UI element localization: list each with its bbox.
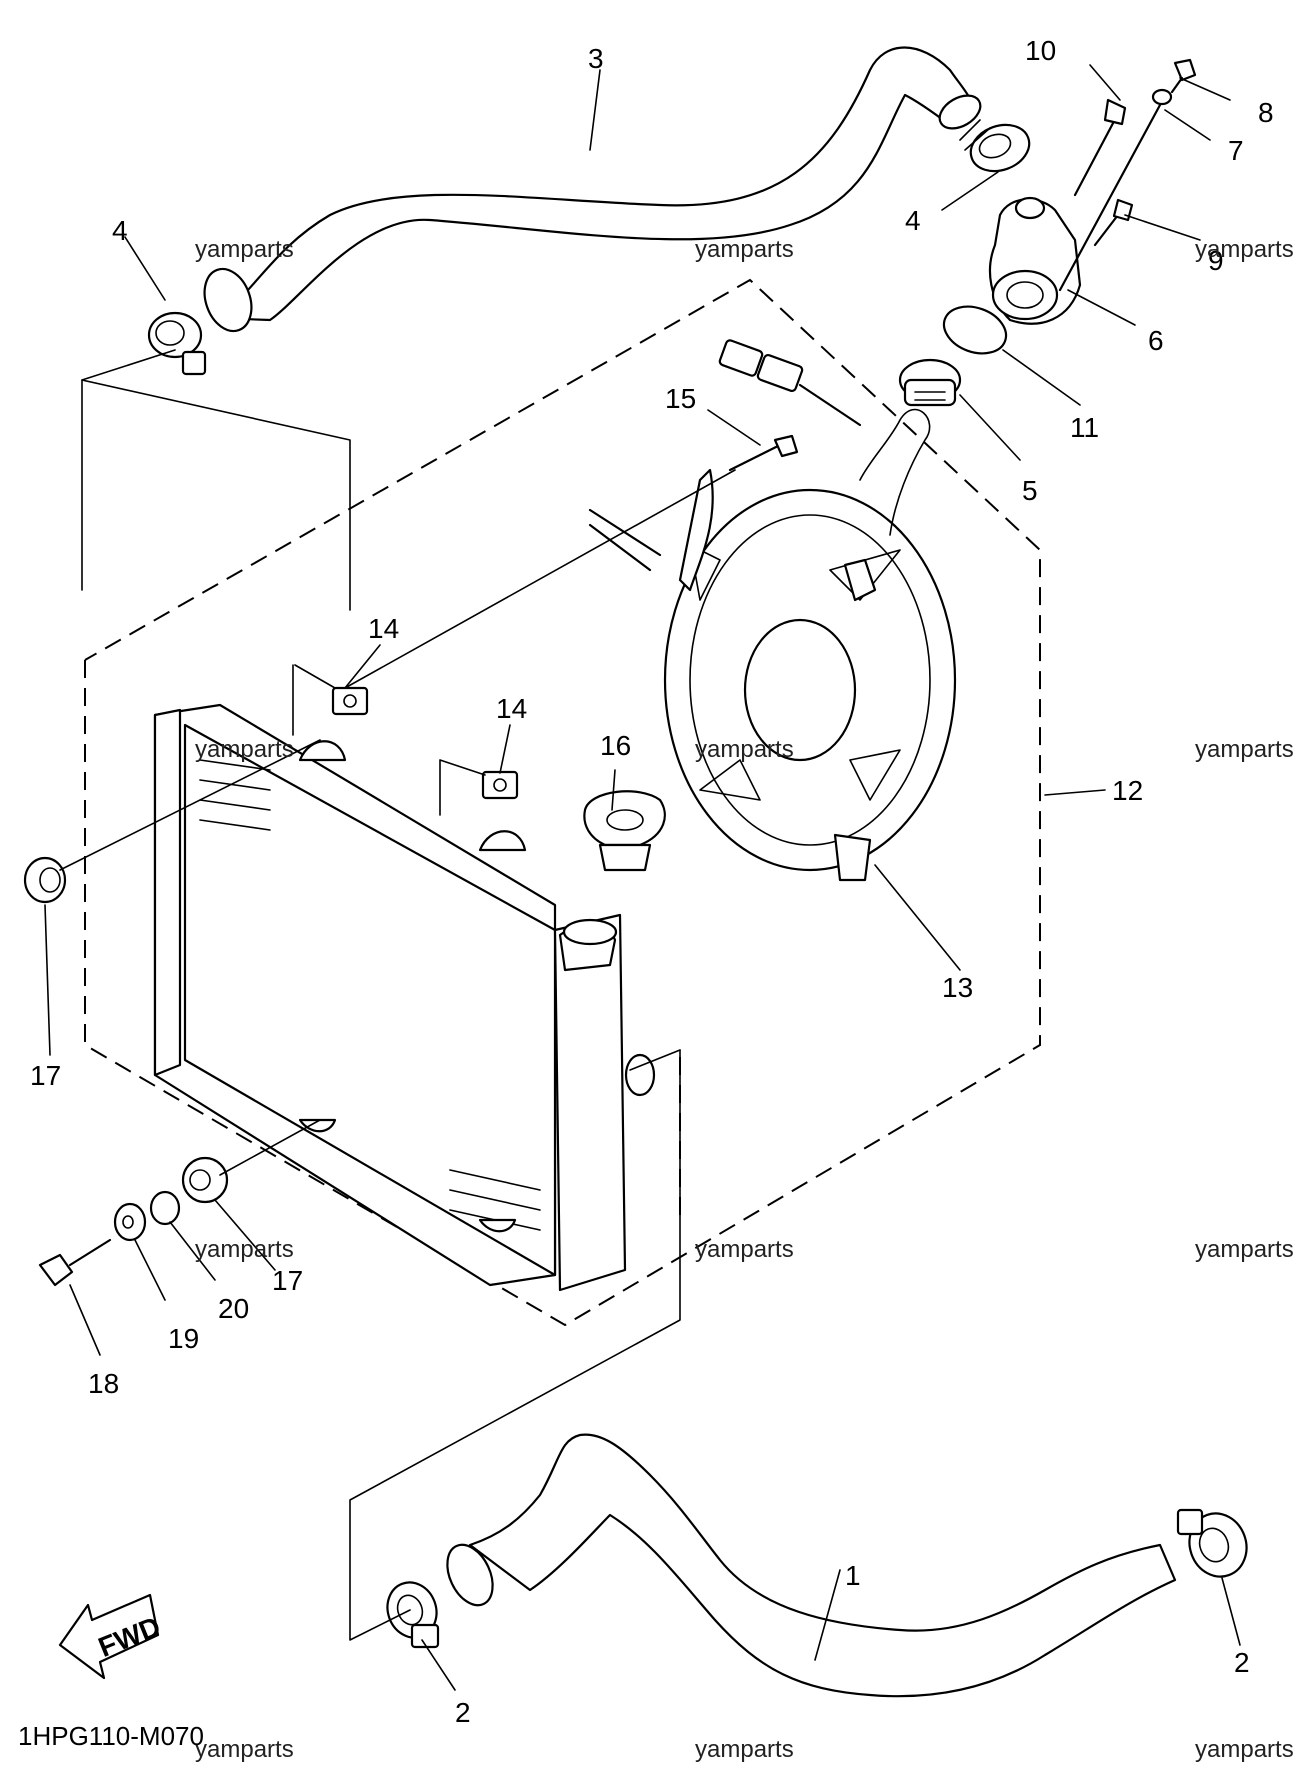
- fan-connector: [718, 339, 862, 427]
- watermark: yamparts: [1195, 1736, 1294, 1763]
- watermark: yamparts: [1195, 236, 1294, 263]
- callout-2-right: 2: [1234, 1647, 1250, 1678]
- watermark: yamparts: [1195, 736, 1294, 763]
- watermark: yamparts: [195, 236, 294, 263]
- bolt-7: [1058, 88, 1173, 292]
- callout-7: 7: [1228, 135, 1244, 166]
- hose-clamp-upper-left: [147, 311, 207, 376]
- callout-14-lower: 14: [496, 693, 527, 724]
- callout-18: 18: [88, 1368, 119, 1399]
- callout-14-upper: 14: [368, 613, 399, 644]
- callout-17-lower: 17: [272, 1265, 303, 1296]
- callouts: 3 4 4 10 8 7 9 6 11 5 15 14 14 16 12 13 …: [30, 35, 1274, 1728]
- watermark: yamparts: [695, 1236, 794, 1263]
- callout-4-left: 4: [112, 215, 128, 246]
- callout-1: 1: [845, 1560, 861, 1591]
- watermark: yamparts: [695, 736, 794, 763]
- watermark: yamparts: [195, 1236, 294, 1263]
- hose-clamp-lower-right: [1176, 1508, 1248, 1578]
- hose-clamp-upper-right: [959, 119, 1031, 173]
- leader-lines: [44, 64, 1241, 1691]
- callout-9: 9: [1208, 245, 1224, 276]
- diagram-code: 1HPG110-M070: [18, 1721, 204, 1751]
- callout-5: 5: [1022, 475, 1038, 506]
- bolt-8: [1170, 58, 1197, 94]
- assembly-outline: [84, 278, 1041, 1327]
- watermark: yamparts: [695, 1736, 794, 1763]
- callout-11: 11: [1070, 412, 1099, 443]
- grommet-17-lower: [181, 1156, 229, 1204]
- callout-4-right: 4: [905, 205, 921, 236]
- callout-3: 3: [588, 43, 604, 74]
- callout-10: 10: [1025, 35, 1056, 66]
- hose-clamp-lower-left: [386, 1581, 440, 1649]
- callout-2-left: 2: [455, 1697, 471, 1728]
- fwd-arrow: FWD: [58, 1593, 165, 1680]
- radiator-cap: [583, 790, 666, 872]
- washer-19: [113, 1202, 147, 1242]
- nut-14-lower: [481, 770, 519, 800]
- collar-20: [149, 1190, 181, 1226]
- bolt-15: [728, 434, 799, 472]
- thermostat: [898, 358, 962, 407]
- fan-motor-assembly: [588, 408, 957, 882]
- callout-13: 13: [942, 972, 973, 1003]
- callout-15: 15: [665, 383, 696, 414]
- watermark: yamparts: [195, 736, 294, 763]
- callout-8: 8: [1258, 97, 1274, 128]
- callout-17-left: 17: [30, 1060, 61, 1091]
- watermark: yamparts: [695, 236, 794, 263]
- callout-19: 19: [168, 1323, 199, 1354]
- nut-14-upper: [331, 686, 369, 716]
- callout-20: 20: [218, 1293, 249, 1324]
- o-ring: [942, 305, 1008, 355]
- lower-hose: [446, 1433, 1177, 1698]
- callout-12: 12: [1112, 775, 1143, 806]
- watermark: yamparts: [195, 1736, 294, 1763]
- radiator: [153, 703, 656, 1292]
- callout-6: 6: [1148, 325, 1164, 356]
- watermarks: yamparts yamparts yamparts yamparts yamp…: [195, 236, 1294, 1763]
- grommet-17-left: [23, 856, 67, 904]
- watermark: yamparts: [1195, 1236, 1294, 1263]
- thermostat-housing: [988, 196, 1082, 325]
- bolt-10: [1073, 98, 1127, 197]
- upper-hose: [203, 46, 982, 333]
- callout-16: 16: [600, 730, 631, 761]
- bolt-18: [38, 1238, 112, 1287]
- bolt-9: [1093, 198, 1134, 247]
